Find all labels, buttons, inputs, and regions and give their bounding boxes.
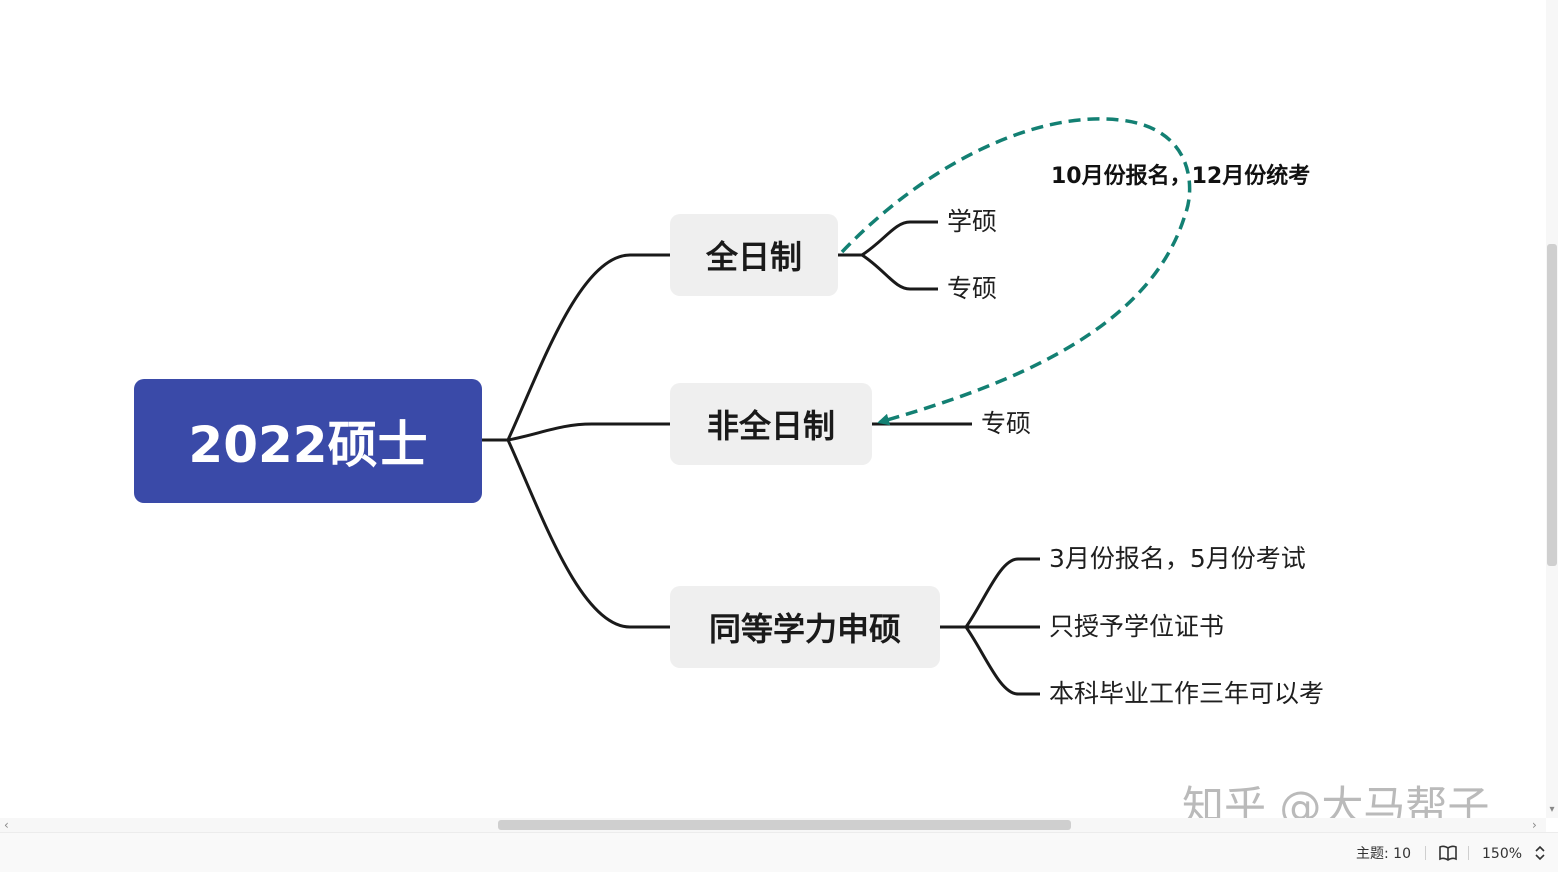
chevron-left-icon[interactable]: ‹ xyxy=(4,818,9,832)
connector-root-equivalent xyxy=(506,439,670,629)
book-icon[interactable] xyxy=(1438,844,1458,866)
branch-node-fulltime[interactable]: 全日制 xyxy=(670,214,838,296)
vertical-scroll-thumb[interactable] xyxy=(1547,244,1557,566)
leaf-node-academic[interactable]: 学硕 xyxy=(947,207,998,236)
branch-node-label: 非全日制 xyxy=(706,407,835,445)
branch-node-label: 全日制 xyxy=(705,238,802,276)
branch-node-equivalent[interactable]: 同等学力申硕 xyxy=(670,586,940,668)
chevron-right-icon[interactable]: › xyxy=(1532,818,1537,832)
status-divider xyxy=(1425,846,1426,860)
leaf-node-eligibility[interactable]: 本科毕业工作三年可以考 xyxy=(1049,679,1325,708)
watermark: 知乎 @大马帮子 xyxy=(1182,782,1490,818)
root-node[interactable]: 2022硕士 xyxy=(134,379,482,503)
horizontal-scroll-thumb[interactable] xyxy=(498,820,1071,830)
connector-root-parttime xyxy=(482,422,670,442)
connector-fulltime-academic xyxy=(838,220,938,257)
connector-fulltime-professional xyxy=(861,253,938,291)
leaf-node-professional[interactable]: 专硕 xyxy=(947,274,998,303)
status-divider xyxy=(1468,846,1469,860)
topic-count: 主题: 10 xyxy=(1356,846,1411,862)
leaf-node-parttime-professional[interactable]: 专硕 xyxy=(981,409,1032,438)
relation-label[interactable]: 10月份报名，12月份统考 xyxy=(1051,164,1311,189)
mindmap-canvas[interactable]: 2022硕士 全日制 非全日制 同等学力申硕 学硕 专硕 专硕 3月份报名，5月… xyxy=(0,0,1546,818)
branch-node-label: 同等学力申硕 xyxy=(708,610,901,648)
horizontal-scrollbar[interactable]: ‹ › xyxy=(0,818,1546,832)
status-bar: 主题: 10 150% xyxy=(0,832,1558,872)
branch-node-parttime[interactable]: 非全日制 xyxy=(670,383,872,465)
leaf-node-degree-cert[interactable]: 只授予学位证书 xyxy=(1049,612,1225,641)
connector-root-fulltime xyxy=(482,253,670,442)
connector-equivalent-1 xyxy=(940,557,1040,629)
zoom-level[interactable]: 150% xyxy=(1482,846,1523,862)
relation-curve xyxy=(840,117,1192,426)
chevron-down-icon[interactable]: ▾ xyxy=(1549,804,1555,815)
chevron-updown-icon[interactable] xyxy=(1533,843,1547,867)
connector-lines xyxy=(482,117,1192,696)
root-node-label: 2022硕士 xyxy=(188,416,428,474)
leaf-node-registration[interactable]: 3月份报名，5月份考试 xyxy=(1049,544,1306,573)
vertical-scrollbar[interactable]: ▾ xyxy=(1546,0,1558,818)
connector-equivalent-3 xyxy=(964,626,1040,696)
